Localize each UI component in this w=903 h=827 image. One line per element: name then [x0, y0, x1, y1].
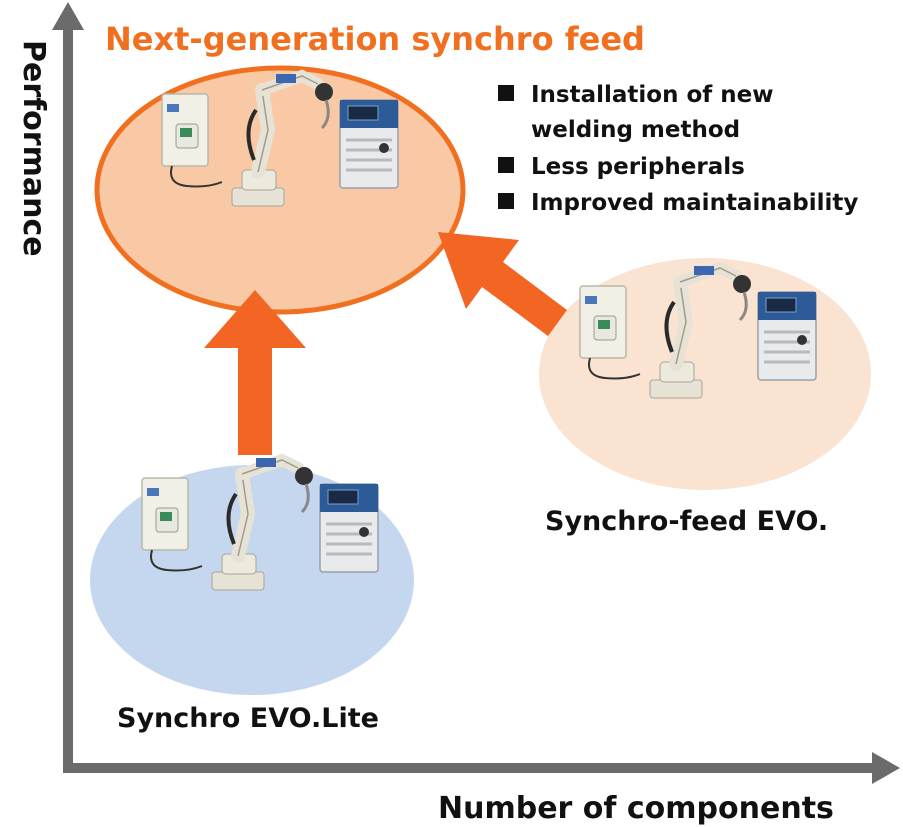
arrow-up	[204, 290, 306, 455]
bullet-icon	[498, 157, 514, 173]
bullet-icon	[498, 193, 514, 209]
feature-item: Less peripherals	[531, 154, 745, 180]
evo-lite-label: Synchro EVO.Lite	[117, 703, 379, 734]
feature-item: Improved maintainability	[531, 190, 858, 216]
x-axis-label: Number of components	[438, 791, 834, 826]
next-gen-title: Next-generation synchro feed	[105, 20, 645, 58]
bullet-icon	[498, 85, 514, 101]
y-axis-label: Performance	[16, 40, 51, 257]
feature-item: welding method	[531, 117, 740, 143]
y-axis	[52, 2, 84, 768]
arrow-diagonal	[438, 232, 567, 336]
feature-list: Installation of new welding method Less …	[498, 82, 858, 216]
feed-evo-label: Synchro-feed EVO.	[545, 506, 828, 537]
feature-item: Installation of new	[531, 82, 774, 108]
x-axis	[63, 752, 900, 784]
